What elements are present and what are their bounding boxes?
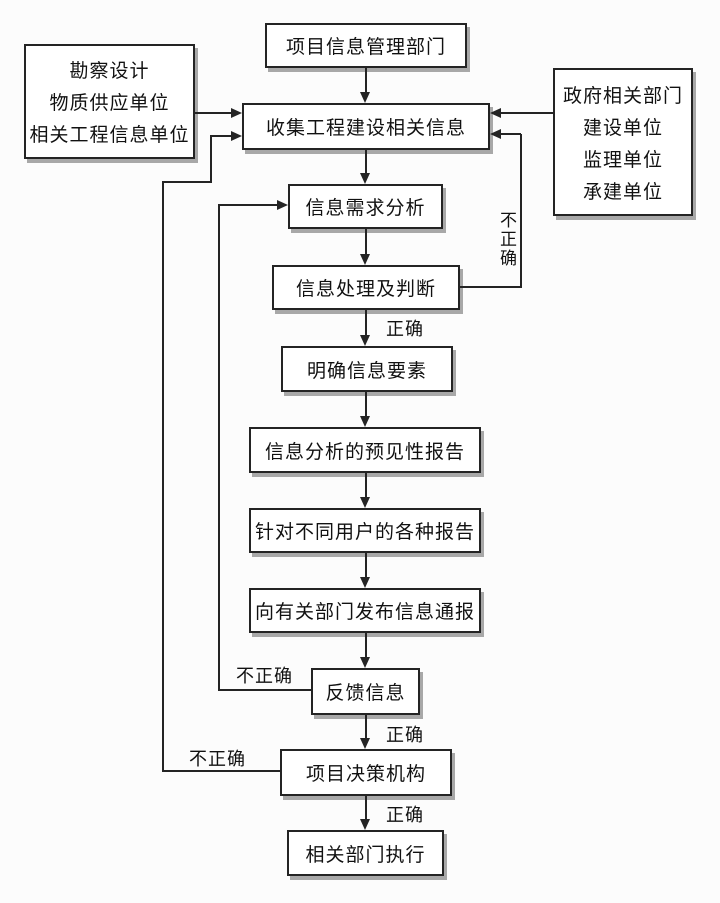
node-forecast-report-label: 信息分析的预见性报告	[264, 441, 465, 463]
node-collect-info-label: 收集工程建设相关信息	[265, 118, 466, 139]
arrowhead-top-to-collect	[360, 92, 370, 103]
connector-decision-loop-step-h	[162, 181, 212, 183]
node-demand-analysis-label: 信息需求分析	[305, 198, 426, 219]
node-left-source-group: 勘察设计 物质供应单位 相关工程信息单位	[24, 44, 195, 159]
node-execute-departments: 相关部门执行	[287, 830, 444, 876]
connector-top-to-collect	[365, 68, 367, 93]
edge-label-correct-process: 正确	[386, 319, 424, 339]
node-process-judge: 信息处理及判断	[272, 265, 460, 310]
node-user-reports: 针对不同用户的各种报告	[249, 508, 481, 553]
node-feedback-info-label: 反馈信息	[325, 683, 406, 704]
node-right-source-group: 政府相关部门 建设单位 监理单位 承建单位	[553, 68, 693, 216]
node-decision-body: 项目决策机构	[280, 749, 452, 796]
connector-process-loop-top	[501, 133, 521, 135]
connector-decision-loop-top	[211, 135, 231, 137]
left-source-line-1: 勘察设计	[69, 61, 150, 83]
connector-process-loop-vertical	[520, 134, 522, 288]
edge-label-incorrect-process: 不正确	[497, 211, 516, 268]
arrowhead-forecast-to-reports	[360, 497, 370, 508]
right-source-line-4: 承建单位	[582, 181, 663, 203]
connector-rightgroup-to-collect	[501, 112, 553, 114]
node-user-reports-label: 针对不同用户的各种报告	[254, 522, 475, 543]
node-notify-departments: 向有关部门发布信息通报	[249, 588, 481, 633]
connector-feedback-loop-bottom	[219, 689, 311, 691]
arrowhead-leftgroup-to-collect	[231, 108, 242, 118]
connector-decision-to-execute	[365, 796, 367, 820]
arrowhead-process-to-clarify	[360, 335, 370, 346]
connector-collect-to-demand	[365, 150, 367, 174]
connector-demand-to-process	[365, 229, 367, 255]
arrowhead-clarify-to-forecast	[360, 416, 370, 427]
node-demand-analysis: 信息需求分析	[288, 184, 443, 229]
node-clarify-elements: 明确信息要素	[281, 346, 453, 392]
connector-process-to-clarify	[365, 310, 367, 336]
connector-reports-to-notify	[365, 553, 367, 578]
left-source-line-2: 物质供应单位	[49, 92, 170, 114]
arrowhead-notify-to-feedback	[360, 657, 370, 668]
edge-label-incorrect-feedback: 不正确	[236, 666, 293, 686]
edge-label-incorrect-decision: 不正确	[189, 749, 246, 769]
connector-notify-to-feedback	[365, 633, 367, 658]
right-source-line-2: 建设单位	[582, 117, 663, 139]
node-project-info-dept-label: 项目信息管理部门	[285, 37, 446, 58]
right-source-line-1: 政府相关部门	[562, 85, 683, 107]
arrowhead-process-loop-to-collect	[490, 129, 501, 139]
connector-decision-loop-bottom	[162, 770, 280, 772]
node-forecast-report: 信息分析的预见性报告	[249, 427, 481, 473]
arrowhead-decision-to-execute	[360, 819, 370, 830]
edge-label-correct-decision: 正确	[386, 805, 424, 825]
connector-decision-loop-step-v	[210, 135, 212, 183]
arrowhead-collect-to-demand	[360, 173, 370, 184]
connector-feedback-to-decision	[365, 715, 367, 739]
left-source-line-3: 相关工程信息单位	[29, 124, 190, 146]
arrowhead-decision-loop-to-collect	[231, 131, 242, 141]
connector-leftgroup-to-collect	[195, 112, 231, 114]
node-decision-body-label: 项目决策机构	[305, 764, 426, 785]
connector-feedback-loop-top	[219, 204, 277, 206]
node-process-judge-label: 信息处理及判断	[295, 279, 436, 300]
arrowhead-feedback-to-decision	[360, 738, 370, 749]
node-collect-info: 收集工程建设相关信息	[242, 103, 490, 150]
node-notify-departments-label: 向有关部门发布信息通报	[254, 602, 475, 623]
arrowhead-feedback-loop-to-demand	[277, 200, 288, 210]
connector-feedback-loop-vertical	[218, 204, 220, 691]
node-project-info-dept: 项目信息管理部门	[265, 23, 467, 68]
arrowhead-demand-to-process	[360, 254, 370, 265]
connector-process-loop-bottom	[460, 286, 522, 288]
node-clarify-elements-label: 明确信息要素	[306, 360, 427, 382]
connector-clarify-to-forecast	[365, 392, 367, 417]
connector-forecast-to-reports	[365, 473, 367, 498]
arrowhead-rightgroup-to-collect	[490, 108, 501, 118]
edge-label-correct-feedback: 正确	[386, 725, 424, 745]
node-feedback-info: 反馈信息	[311, 668, 420, 715]
connector-decision-loop-vertical	[162, 181, 164, 772]
right-source-line-3: 监理单位	[582, 149, 663, 171]
arrowhead-reports-to-notify	[360, 577, 370, 588]
node-execute-departments-label: 相关部门执行	[305, 844, 426, 866]
